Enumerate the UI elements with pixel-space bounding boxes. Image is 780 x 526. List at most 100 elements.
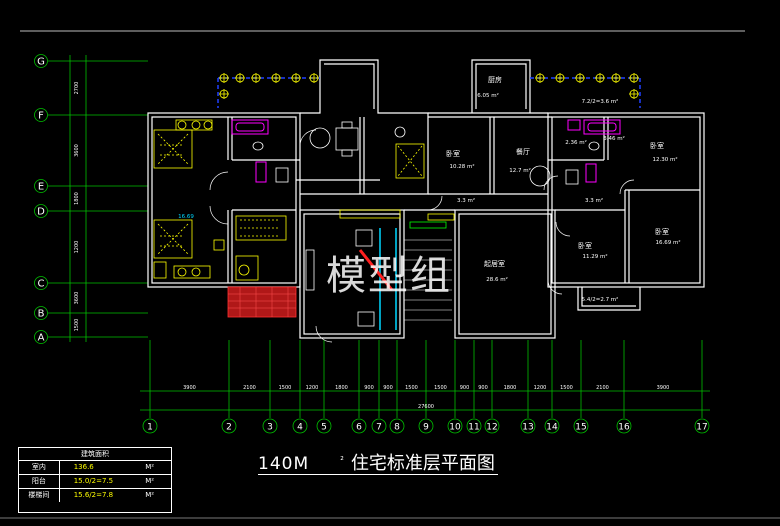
axis-bubble-10 <box>447 418 463 434</box>
axis-bubble-5 <box>316 418 332 434</box>
wall-east-block <box>547 112 705 288</box>
axis-bubble-6 <box>351 418 367 434</box>
bottom-dim-label: 1200 <box>306 385 319 391</box>
axis-label-8: 8 <box>394 423 400 433</box>
axis-bubble-2 <box>221 418 237 434</box>
bottom-dim-label: 3900 <box>657 385 670 391</box>
bottom-dim-label: 1500 <box>279 385 292 391</box>
door-swings <box>209 129 635 343</box>
axis-bubble-8 <box>389 418 405 434</box>
axis-label-2: 2 <box>226 423 232 433</box>
area-row-unit: M² <box>145 491 155 499</box>
axis-bubble-12 <box>484 418 500 434</box>
area-row-unit: M² <box>145 463 155 471</box>
bed-center <box>395 143 425 179</box>
axis-label-G: G <box>37 57 45 68</box>
axis-bubble-G <box>34 54 48 68</box>
room-area-bedroom-se: 11.29 m² <box>582 253 607 260</box>
room-area-room-west: 16.69 <box>178 214 194 220</box>
axis-label-C: C <box>38 279 45 290</box>
bottom-dim-label: 900 <box>478 385 488 391</box>
area-row-label: 室内 <box>19 461 60 474</box>
axis-label-15: 15 <box>575 423 586 433</box>
area-row-unit: M² <box>145 477 155 485</box>
axis-label-4: 4 <box>297 423 303 433</box>
room-name-bedroom-east: 卧室 <box>655 227 669 236</box>
room-name-bedroom-ne: 卧室 <box>650 141 664 150</box>
room-name-kitchen: 厨房 <box>488 75 502 84</box>
room-name-living: 起居室 <box>484 259 505 268</box>
axis-bubble-A <box>34 330 48 344</box>
bottom-dim-label: 3900 <box>183 385 196 391</box>
axis-label-10: 10 <box>449 423 461 433</box>
area-row: 阳台 15.0/2=7.5 M² <box>19 475 171 489</box>
room-area-bedroom-ne: 12.30 m² <box>652 156 677 163</box>
bottom-dim-label: 900 <box>383 385 393 391</box>
bottom-dim-label: 900 <box>460 385 470 391</box>
axis-label-16: 16 <box>618 423 630 433</box>
axis-bubble-C <box>34 276 48 290</box>
area-row: 室内 136.6 M² <box>19 461 171 475</box>
room-area-dining: 12.7 m² <box>509 167 531 174</box>
axis-label-9: 9 <box>423 423 429 433</box>
title-main: 住宅标准层平面图 <box>350 453 495 474</box>
sanitary-fixtures <box>231 119 621 183</box>
axis-label-17: 17 <box>696 423 707 433</box>
axis-label-D: D <box>37 207 45 218</box>
room-area-kitchen: 6.05 m² <box>477 92 499 99</box>
bathtub-west <box>231 119 269 135</box>
wall-living <box>454 209 556 339</box>
left-dim-label: 3600 <box>74 292 80 305</box>
axis-bubble-3 <box>262 418 278 434</box>
title-underline <box>258 474 498 475</box>
axis-bubble-4 <box>292 418 308 434</box>
axis-label-3: 3 <box>267 423 273 433</box>
axis-label-7: 7 <box>376 423 382 433</box>
axis-bubble-B <box>34 306 48 320</box>
bottom-dim-label: 900 <box>364 385 374 391</box>
area-row-value: 136.6 <box>73 463 94 471</box>
balcony-rails <box>217 73 641 108</box>
axis-label-1: 1 <box>147 423 153 433</box>
axis-label-B: B <box>38 309 45 320</box>
room-area-corridor-right: 3.3 m² <box>585 197 603 204</box>
axis-label-5: 5 <box>321 423 327 433</box>
axis-bubble-17 <box>694 418 710 434</box>
area-row-value: 15.0/2=7.5 <box>73 477 114 485</box>
room-area-balcony-south: 5.4/2=2.7 m² <box>582 296 619 303</box>
bottom-dim-label: 1500 <box>434 385 447 391</box>
bed-west-north <box>153 129 193 169</box>
left-dim-label: 3600 <box>74 144 80 157</box>
stair-symbol <box>358 221 452 330</box>
axis-label-E: E <box>38 182 44 193</box>
wall-kitchen <box>471 59 531 113</box>
wall-west-block <box>147 112 301 288</box>
room-area-bath-small: 2.36 m² <box>565 139 587 146</box>
left-dim-label: 1500 <box>74 319 80 332</box>
room-area-bedroom-east: 16.69 m² <box>655 239 680 246</box>
axis-bubble-1 <box>142 418 158 434</box>
area-row-label: 楼梯间 <box>19 489 60 502</box>
room-name-dining: 餐厅 <box>516 147 530 156</box>
bathtub-east <box>583 119 621 135</box>
area-row-label: 阳台 <box>19 475 60 488</box>
axis-bubble-E <box>34 179 48 193</box>
axis-label-6: 6 <box>356 423 362 433</box>
room-area-corridor-left: 3.3 m² <box>457 197 475 204</box>
bottom-dim-label: 1200 <box>534 385 547 391</box>
axis-label-F: F <box>38 111 44 122</box>
watermark: 模型组 <box>326 253 452 299</box>
axis-bubble-7 <box>371 418 387 434</box>
axis-bubble-D <box>34 204 48 218</box>
axis-bubble-15 <box>573 418 589 434</box>
axis-bubble-13 <box>520 418 536 434</box>
bottom-dim-label: 1500 <box>560 385 573 391</box>
left-dim-label: 1800 <box>74 192 80 205</box>
room-area-living: 28.6 m² <box>486 276 508 283</box>
room-area-bedroom-mid: 10.28 m² <box>449 163 474 170</box>
axis-label-13: 13 <box>522 423 533 433</box>
